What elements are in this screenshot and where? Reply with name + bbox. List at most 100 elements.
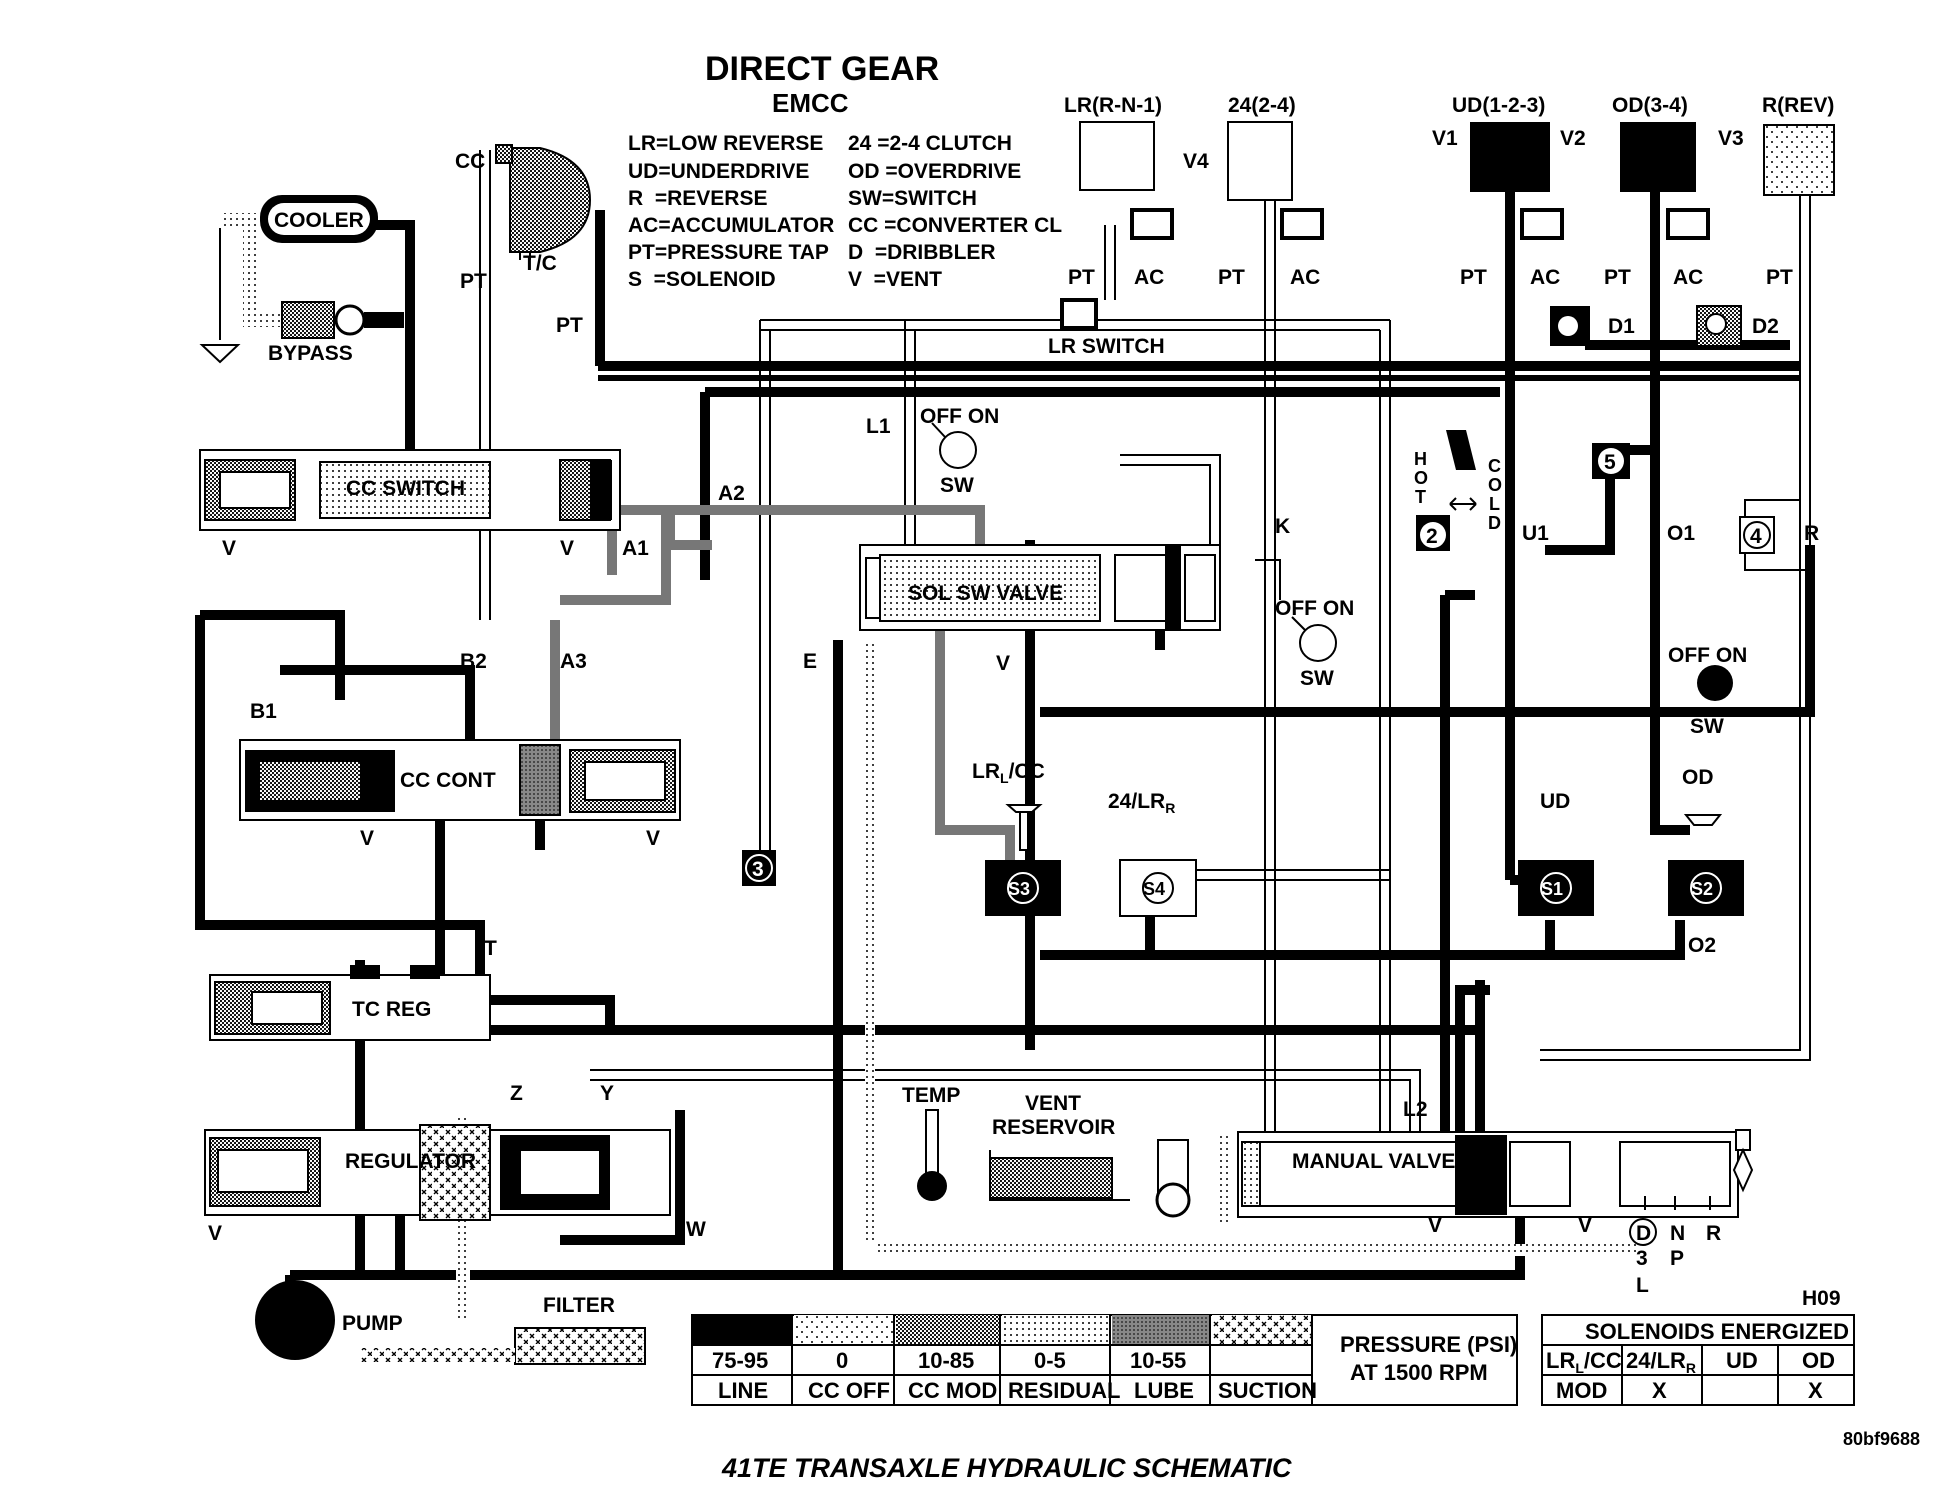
a1-label: A1 <box>622 537 649 560</box>
abbr-right-2: SW=SWITCH <box>848 187 977 210</box>
solenoid-s1: UD S1 <box>1518 790 1594 916</box>
k-label: K <box>1275 515 1290 538</box>
solenoid-s4: 24/LRR S4 <box>1108 790 1197 917</box>
legend-swatch-residual <box>1002 1315 1110 1345</box>
legend-swatch-line <box>692 1315 792 1345</box>
solenoid-header-od: OD <box>1802 1348 1835 1373</box>
u1-label: U1 <box>1522 522 1549 545</box>
cold-label-d: D <box>1488 513 1501 533</box>
filter: FILTER <box>514 1294 646 1365</box>
ac-label-2: AC <box>1290 266 1320 289</box>
z-label: Z <box>510 1082 523 1105</box>
cold-label-l: L <box>1489 494 1500 514</box>
lr-clutch-label: LR(R-N-1) <box>1064 94 1162 117</box>
o1-label: O1 <box>1667 522 1695 545</box>
reservoir-label: RESERVOIR <box>992 1116 1115 1139</box>
abbr-right-0: 24 =2-4 CLUTCH <box>848 132 1012 155</box>
check-valve-pressure <box>1155 1139 1191 1218</box>
solenoid-header-lrl-cc: LRL/CC <box>1546 1348 1622 1376</box>
e-label: E <box>803 650 817 673</box>
diagram-caption: 41TE TRANSAXLE HYDRAULIC SCHEMATIC <box>721 1453 1292 1483</box>
temp-label: TEMP <box>902 1084 960 1107</box>
drain-arrow-icon <box>199 344 241 364</box>
legend-swatch-suction <box>1212 1315 1312 1345</box>
ac-label-1: AC <box>1134 266 1164 289</box>
off-on-label-2: OFF ON <box>1275 597 1354 620</box>
s4-label: S4 <box>1143 879 1165 899</box>
pump-label: PUMP <box>342 1312 403 1335</box>
o2-label: O2 <box>1688 934 1716 957</box>
regulator-valve: REGULATOR <box>204 1124 671 1221</box>
r-label: R <box>1804 522 1819 545</box>
check-ball-5-label: 5 <box>1604 451 1616 474</box>
dribbler-d2: D2 <box>1696 305 1779 347</box>
b1-label: B1 <box>250 700 277 723</box>
check-ball-4-label: 4 <box>1750 525 1762 548</box>
abbreviation-list: LR=LOW REVERSE 24 =2-4 CLUTCH UD=UNDERDR… <box>628 132 1062 291</box>
legend-name-cc-off: CC OFF <box>808 1378 890 1403</box>
cold-label-o: O <box>1488 475 1502 495</box>
rev-clutch-label: R(REV) <box>1762 94 1834 117</box>
cooler: COOLER <box>260 195 378 243</box>
pt-label-2: PT <box>556 314 583 337</box>
solenoid-s3: LRL/CC S3 <box>972 760 1061 916</box>
diagram-subtitle: EMCC <box>772 88 849 118</box>
check-ball-3-label: 3 <box>752 858 764 881</box>
switch-k: OFF ON SW <box>1275 597 1354 690</box>
solenoid-table-title: SOLENOIDS ENERGIZED <box>1585 1319 1849 1344</box>
hot-label-t: T <box>1415 487 1426 507</box>
vent-label-7: V <box>1428 1214 1442 1237</box>
tc-label: T/C <box>523 252 557 275</box>
y-label: Y <box>600 1082 614 1105</box>
s2-label: S2 <box>1691 879 1713 899</box>
check-ball-5: 5 <box>1592 443 1630 479</box>
solenoid-value-lrl-cc: MOD <box>1556 1378 1607 1403</box>
lrl-cc-label: LRL/CC <box>972 760 1045 786</box>
abbr-left-4: PT=PRESSURE TAP <box>628 241 829 264</box>
t-label: T <box>484 937 497 960</box>
gear-selector: D 3 L N P R <box>1629 1129 1754 1297</box>
c24-clutch: 24(2-4) PT AC <box>1218 94 1324 289</box>
manual-valve: MANUAL VALVE V V L2 <box>1237 1098 1739 1237</box>
abbr-left-0: LR=LOW REVERSE <box>628 132 823 155</box>
legend-name-lube: LUBE <box>1134 1378 1194 1403</box>
vent-reservoir: VENT RESERVOIR <box>989 1092 1130 1201</box>
v4-label: V4 <box>1183 150 1209 173</box>
filter-label: FILTER <box>543 1294 615 1317</box>
ud-clutch-label: UD(1-2-3) <box>1452 94 1545 117</box>
legend-name-suction: SUCTION <box>1218 1378 1317 1403</box>
abbr-left-2: R =REVERSE <box>628 187 767 210</box>
legend-swatch-cc-off <box>794 1315 894 1345</box>
diagram-title: DIRECT GEAR <box>705 50 939 88</box>
lr-clutch: LR(R-N-1) V4 PT AC <box>1064 94 1209 289</box>
l2-label: L2 <box>1403 1098 1428 1121</box>
s4-lr-label: 24/LRR <box>1108 790 1175 816</box>
gear-n-label: N <box>1670 1222 1685 1245</box>
tc-reg-label: TC REG <box>352 998 431 1021</box>
vent-label: VENT <box>1025 1092 1081 1115</box>
l1-label: L1 <box>866 415 891 438</box>
solenoid-value-24-lrr: X <box>1652 1378 1667 1403</box>
gear-l-label: L <box>1636 1274 1649 1297</box>
figure-code: 80bf9688 <box>1843 1429 1920 1449</box>
legend-range-line: 75-95 <box>712 1348 768 1373</box>
off-on-label-1: OFF ON <box>920 405 999 428</box>
pt-label-4: PT <box>1218 266 1245 289</box>
s1-label: S1 <box>1541 879 1563 899</box>
legend-name-line: LINE <box>718 1378 768 1403</box>
od-clutch-label: OD(3-4) <box>1612 94 1688 117</box>
cc-label: CC <box>455 150 485 173</box>
temp-sensor: TEMP <box>902 1084 960 1201</box>
abbr-right-3: CC =CONVERTER CL <box>848 214 1062 237</box>
gear-p-label: P <box>1670 1247 1684 1270</box>
solenoid-value-od: X <box>1808 1378 1823 1403</box>
pt-label-5: PT <box>1460 266 1487 289</box>
check-ball-2-label: 2 <box>1426 525 1438 548</box>
pt-label-1: PT <box>460 270 487 293</box>
sol-sw-valve-label: SOL SW VALVE <box>908 582 1063 605</box>
legend-title-2: AT 1500 RPM <box>1350 1360 1488 1385</box>
legend-swatch-cc-mod <box>896 1315 1000 1345</box>
solenoid-header-ud: UD <box>1726 1348 1758 1373</box>
legend-title-1: PRESSURE (PSI) <box>1340 1332 1517 1357</box>
